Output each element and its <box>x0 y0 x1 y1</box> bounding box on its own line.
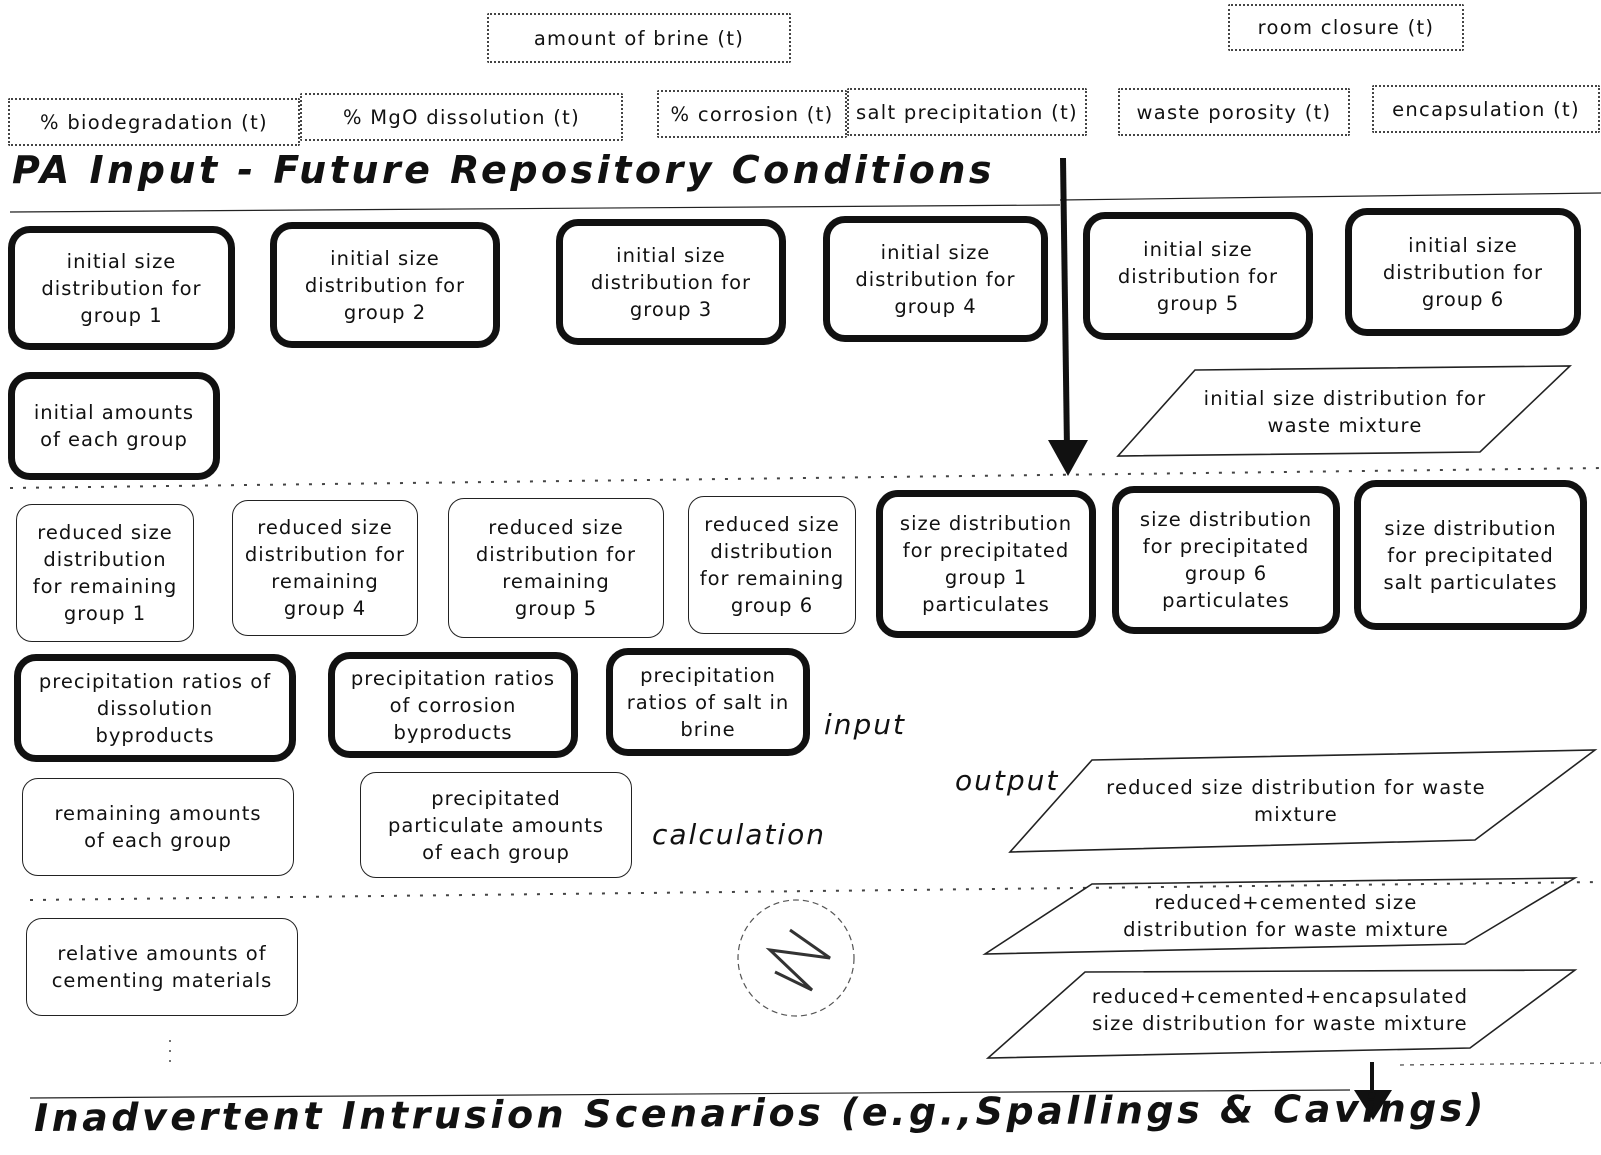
cementing-materials-box: relative amounts of cementing materials <box>26 918 298 1016</box>
remaining-amounts-box: remaining amounts of each group <box>22 778 294 876</box>
reduced-cemented-encapsulated-output: reduced+cemented+encapsulated size distr… <box>1091 985 1469 1035</box>
precipitation-ratios-corrosion: precipitation ratios of corrosion byprod… <box>328 652 578 758</box>
initial-size-group-5: initial size distribution for group 5 <box>1083 212 1313 340</box>
precipitated-amounts-box: precipitated particulate amounts of each… <box>360 772 632 878</box>
precipitation-ratios-dissolution: precipitation ratios of dissolution bypr… <box>14 654 296 762</box>
param-corrosion: % corrosion (t) <box>657 90 847 138</box>
legend-input-label: input <box>824 708 907 741</box>
flow-arrow-head <box>1048 440 1088 476</box>
reduced-waste-mixture-output: reduced size distribution for waste mixt… <box>1106 776 1486 826</box>
param-encapsulation: encapsulation (t) <box>1372 85 1600 133</box>
reduced-size-group-4: reduced size distribution for remaining … <box>232 500 418 636</box>
bottom-right-line <box>1399 1062 1601 1066</box>
param-salt-precipitation: salt precipitation (t) <box>847 88 1087 136</box>
initial-size-group-4: initial size distribution for group 4 <box>823 216 1048 342</box>
heading-underline-left <box>9 204 1061 213</box>
precipitated-group-1: size distribution for precipitated group… <box>876 490 1096 638</box>
initial-amounts-box: initial amounts of each group <box>8 372 220 480</box>
param-amount-of-brine: amount of brine (t) <box>487 13 791 63</box>
flow-arrow-shaft <box>1060 157 1070 451</box>
precipitated-salt: size distribution for precipitated salt … <box>1354 480 1587 630</box>
precipitation-ratios-salt: precipitation ratios of salt in brine <box>606 648 810 756</box>
heading-underline-right <box>1059 192 1601 201</box>
initial-size-group-3: initial size distribution for group 3 <box>556 219 786 345</box>
initial-size-group-2: initial size distribution for group 2 <box>270 222 500 348</box>
precipitated-group-6: size distribution for precipitated group… <box>1112 486 1340 634</box>
legend-calculation-label: calculation <box>652 818 827 851</box>
param-room-closure: room closure (t) <box>1228 4 1464 51</box>
param-mgo-dissolution: % MgO dissolution (t) <box>300 93 623 141</box>
initial-size-group-1: initial size distribution for group 1 <box>8 226 235 350</box>
logo-mark <box>737 899 855 1017</box>
initial-waste-mixture-output: initial size distribution for waste mixt… <box>1203 387 1487 437</box>
param-waste-porosity: waste porosity (t) <box>1118 88 1350 136</box>
intrusion-heading: Inadvertent Intrusion Scenarios (e.g.,Sp… <box>33 1085 1488 1140</box>
reduced-cemented-output: reduced+cemented size distribution for w… <box>1123 891 1449 941</box>
reduced-size-group-6: reduced size distribution for remaining … <box>688 496 856 634</box>
param-biodegradation: % biodegradation (t) <box>8 98 300 146</box>
reduced-size-group-5: reduced size distribution for remaining … <box>448 498 664 638</box>
pa-input-heading: PA Input - Future Repository Conditions <box>12 148 996 192</box>
reduced-size-group-1: reduced size distribution for remaining … <box>16 504 194 642</box>
initial-size-group-6: initial size distribution for group 6 <box>1345 208 1581 336</box>
legend-output-label: output <box>955 764 1060 797</box>
